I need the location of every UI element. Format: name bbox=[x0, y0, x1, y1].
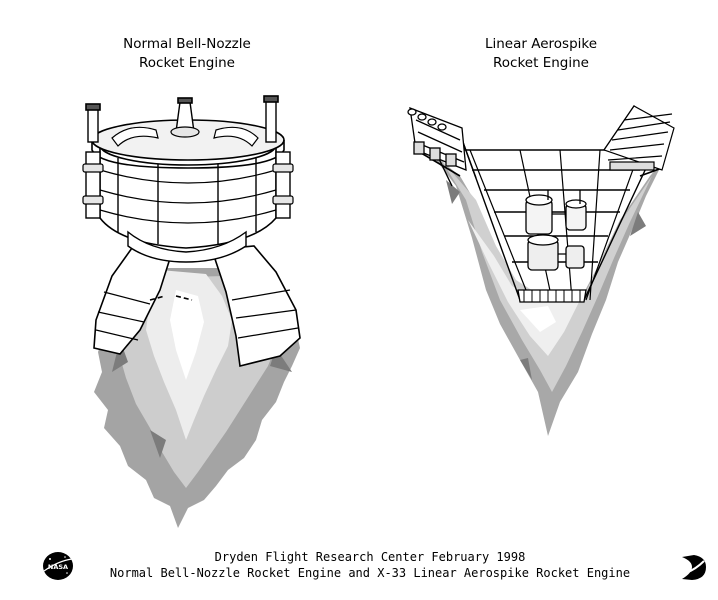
bell-nozzle-engine bbox=[82, 95, 301, 528]
aerospike-engine bbox=[407, 104, 675, 436]
caption-line-1: Dryden Flight Research Center February 1… bbox=[214, 550, 526, 564]
nasa-meatball-logo-icon: NASA bbox=[43, 552, 73, 580]
caption: Dryden Flight Research Center February 1… bbox=[60, 549, 680, 581]
bell-nozzle-title-line-2: Rocket Engine bbox=[139, 55, 235, 71]
bell-nozzle-title-line-1: Normal Bell-Nozzle bbox=[123, 36, 251, 52]
aerospike-title-line-2: Rocket Engine bbox=[493, 55, 589, 71]
aerospike-exhaust-plume bbox=[430, 152, 664, 436]
bell-nozzle-body bbox=[82, 95, 294, 263]
bell-nozzle-housings bbox=[93, 245, 301, 367]
aerospike-title-line-1: Linear Aerospike bbox=[484, 36, 598, 52]
aerospike-thrust-cells bbox=[517, 289, 587, 303]
aerospike-turbopumps bbox=[525, 190, 587, 271]
caption-line-2: Normal Bell-Nozzle Rocket Engine and X-3… bbox=[109, 566, 631, 580]
dryden-logo-icon bbox=[682, 555, 706, 580]
aerospike-title: Linear Aerospike Rocket Engine bbox=[436, 35, 646, 73]
aerospike-right-ramp bbox=[603, 105, 675, 171]
bell-nozzle-title: Normal Bell-Nozzle Rocket Engine bbox=[92, 35, 282, 73]
aerospike-manifold bbox=[407, 106, 467, 171]
nasa-logo-text: NASA bbox=[48, 563, 68, 571]
